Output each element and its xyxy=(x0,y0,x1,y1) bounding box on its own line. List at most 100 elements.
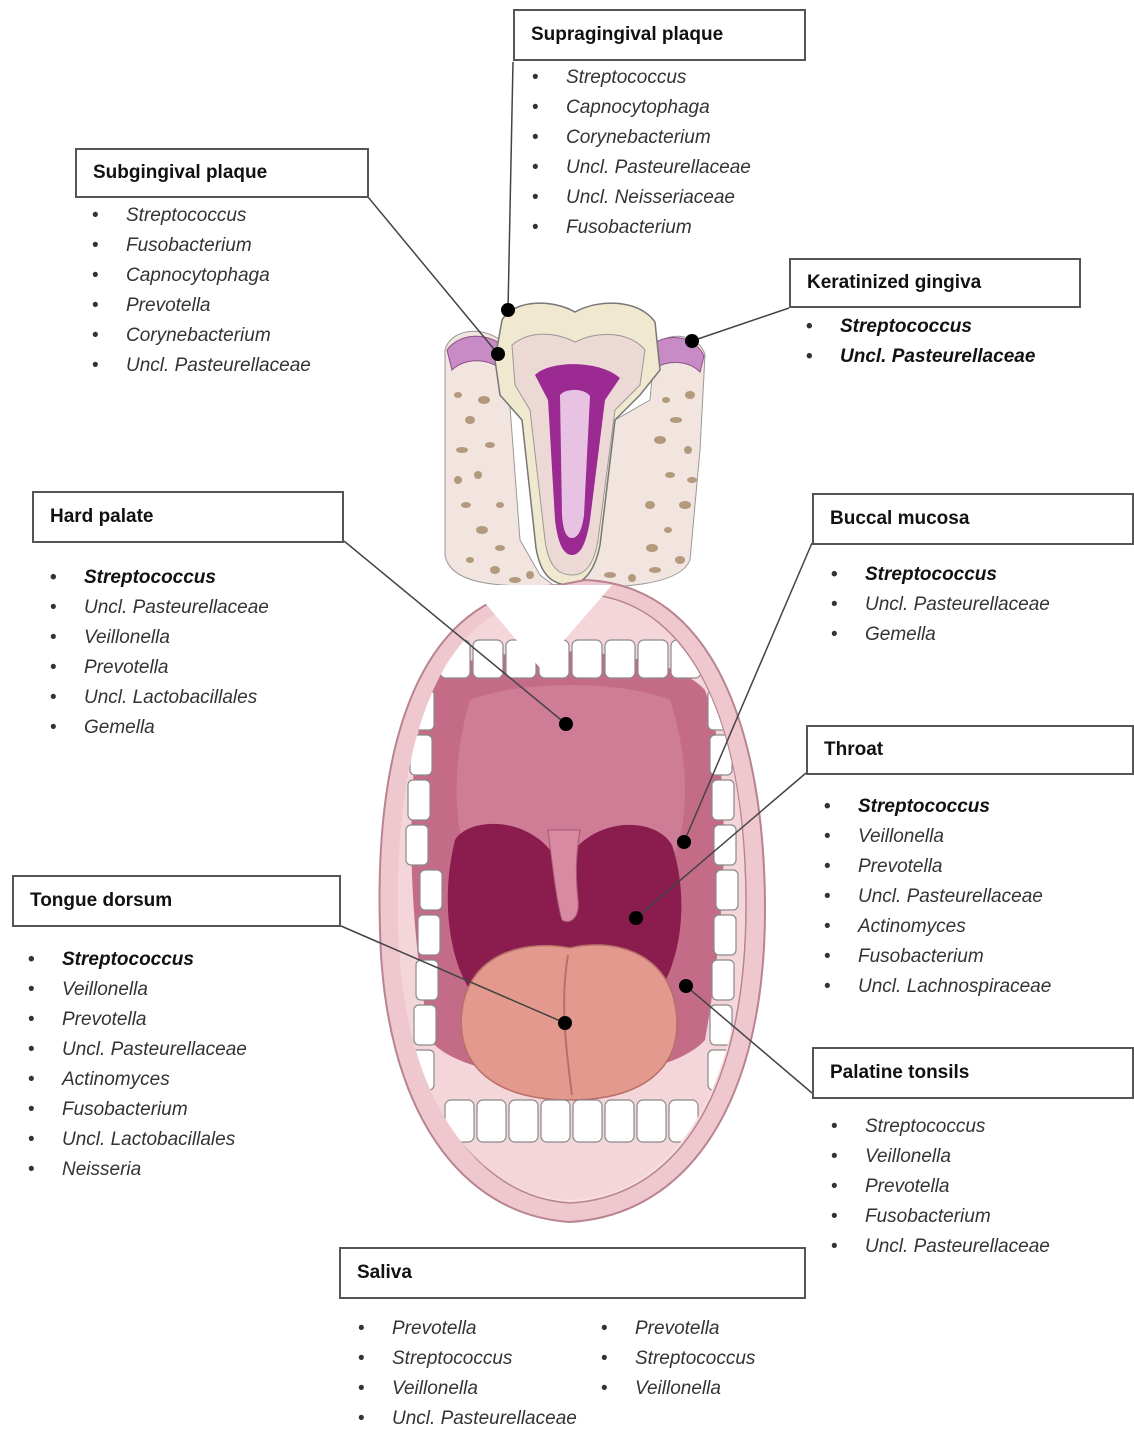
taxon-item: Streptococcus xyxy=(92,201,311,231)
tonsils-taxa-list: StreptococcusVeillonellaPrevotellaFusoba… xyxy=(831,1112,1050,1262)
taxon-item: Streptococcus xyxy=(28,945,247,975)
left-tooth xyxy=(418,915,440,955)
lower-tooth xyxy=(477,1100,506,1142)
throat-label: Throat xyxy=(806,725,1134,775)
bone-dot xyxy=(685,391,695,399)
hard-palate-label: Hard palate xyxy=(32,491,344,543)
tongue-dorsum-label: Tongue dorsum xyxy=(12,875,341,927)
keratinized-taxa-list: StreptococcusUncl. Pasteurellaceae xyxy=(806,312,1035,372)
throat-taxa-list: StreptococcusVeillonellaPrevotellaUncl. … xyxy=(824,792,1051,1002)
marker-buccal xyxy=(677,835,691,849)
taxon-item: Uncl. Pasteurellaceae xyxy=(831,590,1050,620)
taxon-item: Prevotella xyxy=(601,1314,755,1344)
bone-dot xyxy=(509,577,521,583)
bone-dot xyxy=(604,572,616,578)
lower-tooth xyxy=(605,1100,634,1142)
taxon-item: Corynebacterium xyxy=(532,123,751,153)
marker-supragingival xyxy=(501,303,515,317)
taxon-item: Fusobacterium xyxy=(824,942,1051,972)
taxon-item: Uncl. Pasteurellaceae xyxy=(824,882,1051,912)
taxon-item: Veillonella xyxy=(28,975,247,1005)
bone-dot xyxy=(684,446,692,454)
taxon-item: Fusobacterium xyxy=(28,1095,247,1125)
leader-supragingival xyxy=(508,62,513,310)
bone-dot xyxy=(474,471,482,479)
taxon-item: Uncl. Lactobacillales xyxy=(28,1125,247,1155)
bone-dot xyxy=(649,567,661,573)
bone-dot xyxy=(490,566,500,574)
taxon-item: Streptococcus xyxy=(358,1344,577,1374)
buccal-mucosa-label: Buccal mucosa xyxy=(812,493,1134,545)
taxon-item: Prevotella xyxy=(358,1314,577,1344)
right-tooth xyxy=(712,780,734,820)
taxon-item: Prevotella xyxy=(824,852,1051,882)
taxon-item: Streptococcus xyxy=(831,560,1050,590)
taxon-item: Capnocytophaga xyxy=(92,261,311,291)
upper-tooth xyxy=(605,640,635,678)
subgingival-plaque-label: Subgingival plaque xyxy=(75,148,369,198)
buccal-taxa-list: StreptococcusUncl. PasteurellaceaeGemell… xyxy=(831,560,1050,650)
taxon-item: Uncl. Lachnospiraceae xyxy=(824,972,1051,1002)
saliva-label: Saliva xyxy=(339,1247,806,1299)
taxon-item: Streptococcus xyxy=(532,63,751,93)
marker-throat xyxy=(629,911,643,925)
bone-dot xyxy=(454,392,462,398)
taxon-item: Streptococcus xyxy=(806,312,1035,342)
upper-tooth xyxy=(638,640,668,678)
saliva-taxa-list-col1: PrevotellaStreptococcusVeillonellaUncl. … xyxy=(358,1314,577,1434)
right-tooth xyxy=(710,1005,732,1045)
saliva-taxa-list-col2: PrevotellaStreptococcusVeillonella xyxy=(601,1314,755,1404)
taxon-item: Veillonella xyxy=(601,1374,755,1404)
taxon-item: Prevotella xyxy=(28,1005,247,1035)
bone-dot xyxy=(662,397,670,403)
hard-palate-taxa-list: StreptococcusUncl. PasteurellaceaeVeillo… xyxy=(50,563,269,743)
taxon-item: Fusobacterium xyxy=(831,1202,1050,1232)
taxon-item: Veillonella xyxy=(358,1374,577,1404)
taxon-item: Uncl. Lactobacillales xyxy=(50,683,269,713)
taxon-item: Fusobacterium xyxy=(532,213,751,243)
taxon-item: Veillonella xyxy=(831,1142,1050,1172)
taxon-item: Prevotella xyxy=(50,653,269,683)
left-tooth xyxy=(408,780,430,820)
taxon-item: Actinomyces xyxy=(28,1065,247,1095)
bone-dot xyxy=(679,501,691,509)
bone-dot xyxy=(495,545,505,551)
bone-dot xyxy=(478,396,490,404)
keratinized-gingiva-label: Keratinized gingiva xyxy=(789,258,1081,308)
marker-tongue xyxy=(558,1016,572,1030)
lower-tooth xyxy=(637,1100,666,1142)
right-tooth xyxy=(712,960,734,1000)
taxon-item: Streptococcus xyxy=(601,1344,755,1374)
taxon-item: Uncl. Neisseriaceae xyxy=(532,183,751,213)
lower-tooth xyxy=(573,1100,602,1142)
bone-dot xyxy=(628,574,636,582)
taxon-item: Prevotella xyxy=(92,291,311,321)
bone-dot xyxy=(476,526,488,534)
taxon-item: Veillonella xyxy=(50,623,269,653)
taxon-item: Uncl. Pasteurellaceae xyxy=(92,351,311,381)
right-tooth xyxy=(716,870,738,910)
bone-dot xyxy=(646,544,658,552)
taxon-item: Uncl. Pasteurellaceae xyxy=(28,1035,247,1065)
taxon-item: Uncl. Pasteurellaceae xyxy=(532,153,751,183)
left-tooth xyxy=(406,825,428,865)
tongue-taxa-list: StreptococcusVeillonellaPrevotellaUncl. … xyxy=(28,945,247,1185)
supragingival-taxa-list: StreptococcusCapnocytophagaCorynebacteri… xyxy=(532,63,751,243)
bone-dot xyxy=(456,447,468,453)
bone-dot xyxy=(526,571,534,579)
right-tooth xyxy=(714,825,736,865)
open-mouth xyxy=(380,580,765,1222)
tooth-cross-section xyxy=(445,303,705,590)
bone-dot xyxy=(687,477,697,483)
taxon-item: Fusobacterium xyxy=(92,231,311,261)
supragingival-plaque-label: Supragingival plaque xyxy=(513,9,806,61)
taxon-item: Streptococcus xyxy=(831,1112,1050,1142)
bone-dot xyxy=(665,472,675,478)
taxon-item: Neisseria xyxy=(28,1155,247,1185)
leader-keratinized xyxy=(692,308,789,341)
taxon-item: Uncl. Pasteurellaceae xyxy=(50,593,269,623)
taxon-item: Actinomyces xyxy=(824,912,1051,942)
taxon-item: Corynebacterium xyxy=(92,321,311,351)
taxon-item: Gemella xyxy=(50,713,269,743)
lower-tooth xyxy=(509,1100,538,1142)
